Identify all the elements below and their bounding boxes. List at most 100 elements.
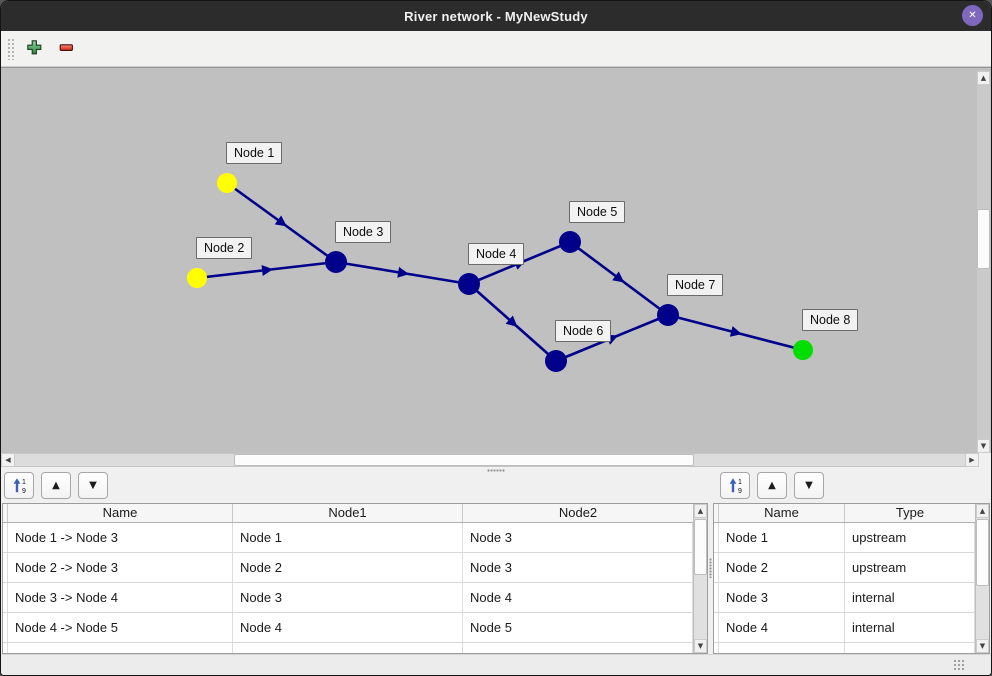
graph-area[interactable]: Node 1 Node 2 Node 3 Node 4 Node 5 Node 6 Node…	[1, 68, 976, 453]
table-cell[interactable]: Node 1	[719, 523, 845, 552]
remove-link-button[interactable]	[54, 37, 78, 61]
column-header[interactable]: Name	[719, 504, 845, 522]
resize-grip[interactable]	[953, 659, 965, 671]
table-cell[interactable]: Node 2	[719, 553, 845, 582]
graph-node[interactable]	[325, 251, 347, 273]
node-label[interactable]: Node 1	[226, 142, 283, 164]
graph-node[interactable]	[657, 304, 679, 326]
nodes-move-down-button[interactable]: ▼	[794, 472, 824, 499]
graph-node[interactable]	[217, 173, 237, 193]
nodes-scroll-thumb[interactable]	[976, 519, 989, 586]
column-header[interactable]: Name	[8, 504, 233, 522]
table-cell[interactable]: Node 1	[233, 523, 463, 552]
table-cell[interactable]: Node 5	[463, 613, 693, 642]
scroll-down-icon[interactable]: ▼	[977, 439, 990, 453]
graph-edge[interactable]	[335, 260, 470, 286]
nodes-sort-button[interactable]: 1 9	[720, 472, 750, 499]
table-cell[interactable]: Node 3	[719, 583, 845, 612]
scroll-up-icon[interactable]: ▲	[976, 504, 989, 518]
node-label[interactable]: Node 2	[196, 237, 253, 259]
tables-splitter-handle[interactable]	[709, 558, 712, 578]
links-move-up-button[interactable]: ▲	[41, 472, 71, 499]
scroll-up-icon[interactable]: ▲	[977, 71, 990, 85]
column-header[interactable]: Type	[895, 505, 925, 520]
scroll-down-icon[interactable]: ▼	[694, 639, 707, 653]
table-cell[interactable]: Node 4	[719, 613, 845, 642]
graph-node[interactable]	[187, 268, 207, 288]
node-label[interactable]: Node 3	[335, 221, 392, 243]
canvas-hscroll-thumb[interactable]	[233, 454, 695, 466]
table-cell[interactable]: Node 4	[233, 613, 463, 642]
graph-edge[interactable]	[196, 260, 337, 280]
table-cell[interactable]: Node 3	[463, 553, 693, 582]
nodes-scroll-track[interactable]	[976, 518, 989, 639]
table-cell[interactable]: internal	[845, 583, 975, 612]
svg-text:1: 1	[22, 479, 26, 486]
table-cell[interactable]: Node 3 -> Node 4	[8, 583, 233, 612]
toolbar-grip-handle[interactable]	[7, 37, 14, 60]
graph-edge[interactable]	[569, 240, 669, 317]
network-canvas[interactable]: Node 1 Node 2 Node 3 Node 4 Node 5 Node 6 Node…	[1, 67, 991, 453]
canvas-horizontal-scrollbar[interactable]: ◀ ▶	[1, 453, 991, 467]
graph-edge[interactable]	[468, 283, 557, 362]
close-button[interactable]: ✕	[962, 5, 983, 26]
node-label[interactable]: Node 8	[802, 309, 859, 331]
table-cell[interactable]: Node 3	[463, 523, 693, 552]
titlebar[interactable]: River network - MyNewStudy ✕	[1, 1, 991, 31]
table-cell[interactable]: internal	[845, 613, 975, 642]
canvas-vscroll-thumb[interactable]	[977, 208, 990, 270]
links-scroll-track[interactable]	[694, 518, 707, 639]
node-label[interactable]: Node 4	[468, 243, 525, 265]
table-cell[interactable]: upstream	[845, 523, 975, 552]
canvas-vscroll-track[interactable]	[977, 85, 990, 439]
table-cell[interactable]: upstream	[845, 553, 975, 582]
table-toolbar-row: 1 9 ▲ ▼ 1 9 ▲ ▼	[1, 467, 991, 503]
graph-node[interactable]	[545, 350, 567, 372]
scroll-right-icon[interactable]: ▶	[965, 453, 979, 467]
table-cell[interactable]: Node 1 -> Node 3	[8, 523, 233, 552]
graph-edge[interactable]	[555, 313, 669, 363]
node-label[interactable]: Node 7	[667, 274, 724, 296]
table-cell[interactable]: Node 2 -> Node 3	[8, 553, 233, 582]
scroll-left-icon[interactable]: ◀	[1, 453, 15, 467]
graph-node[interactable]	[559, 231, 581, 253]
table-cell[interactable]: Node 3	[233, 583, 463, 612]
links-sort-button[interactable]: 1 9	[4, 472, 34, 499]
table-cell[interactable]: Node 2	[233, 553, 463, 582]
table-cell[interactable]: Node 4 -> Node 5	[8, 613, 233, 642]
add-link-button[interactable]	[22, 37, 46, 61]
nodes-table-scrollbar[interactable]: ▲ ▼	[975, 504, 989, 653]
nodes-move-up-button[interactable]: ▲	[757, 472, 787, 499]
node-label[interactable]: Node 5	[569, 201, 626, 223]
graph-node[interactable]	[458, 273, 480, 295]
network-svg	[187, 173, 813, 372]
links-move-down-button[interactable]: ▼	[78, 472, 108, 499]
status-bar	[1, 654, 991, 675]
graph-node[interactable]	[793, 340, 813, 360]
plus-icon	[26, 39, 41, 54]
links-scroll-thumb[interactable]	[694, 519, 707, 575]
scroll-up-icon[interactable]: ▲	[694, 504, 707, 518]
column-header[interactable]: Node1	[233, 504, 463, 522]
graph-edge[interactable]	[667, 313, 804, 352]
links-table-scrollbar[interactable]: ▲ ▼	[693, 504, 707, 653]
scroll-down-icon[interactable]: ▼	[976, 639, 989, 653]
splitter-handle[interactable]	[487, 469, 505, 472]
column-header[interactable]: Node2	[558, 505, 598, 520]
canvas-vertical-scrollbar[interactable]: ▲ ▼	[977, 71, 990, 453]
graph-edge[interactable]	[226, 181, 337, 264]
table-cell[interactable]: Node 4	[463, 583, 693, 612]
canvas-hscroll-track[interactable]	[15, 453, 965, 467]
node-label[interactable]: Node 6	[555, 320, 612, 342]
